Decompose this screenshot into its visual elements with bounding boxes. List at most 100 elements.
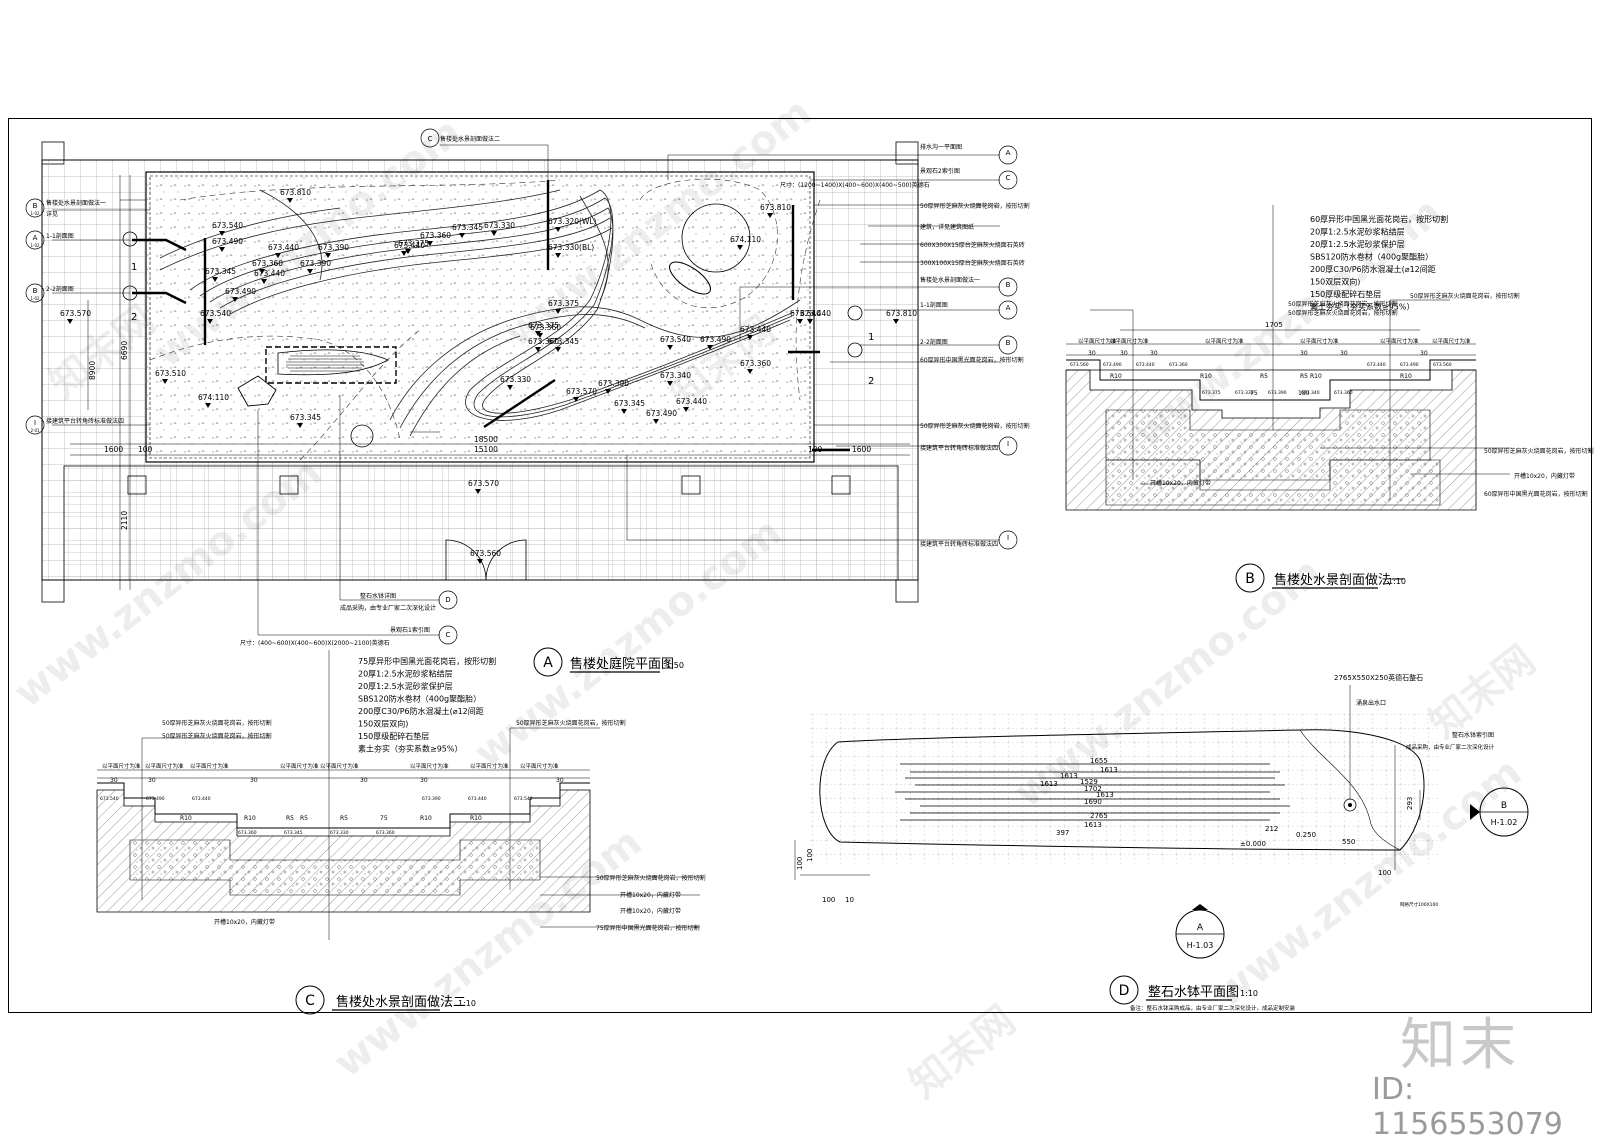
callout-label: 50厚异形芝麻灰火烧面花岗岩，按形切割 <box>920 202 1030 210</box>
elevation-label: 673.440 <box>800 309 831 318</box>
drawing-title: 售楼处庭院平面图 <box>570 656 674 672</box>
elevation-marker <box>405 249 411 254</box>
layer-label: 20厚1:2.5水泥砂浆粘结层 <box>1310 227 1405 237</box>
layer-label: 200厚C30/P6防水混凝土(⌀12间距 <box>1310 264 1436 274</box>
callout-label: 50厚异形芝麻灰火烧面花岗岩，按形切割 <box>162 719 272 727</box>
callout-label: 2-2剖面图 <box>920 338 948 346</box>
callout-label: 50厚异形芝麻灰火烧面花岗岩，按形切割 <box>1288 309 1398 317</box>
elevation-marker <box>537 333 543 338</box>
drawing-scale: 1:10 <box>458 999 476 1008</box>
elevation-marker <box>261 279 267 284</box>
elevation-marker <box>747 369 753 374</box>
dimension-label: 1613 <box>1040 780 1058 788</box>
index-symbol: B <box>1501 801 1507 811</box>
drawing-title: 售楼处水景剖面做法一 <box>1274 572 1404 588</box>
callout-label: 开槽10x20，内藏灯带 <box>214 918 275 926</box>
callout-label: 接建筑平台转角砖标准做法四 <box>920 540 998 548</box>
index-symbol: I <box>1007 440 1009 448</box>
dimension-note: 以平面尺寸为准 <box>145 762 184 770</box>
drawing-title: 整石水钵平面图 <box>1148 985 1239 1000</box>
dimension-label: R5 <box>1300 373 1308 380</box>
index-symbol: A <box>1006 304 1011 312</box>
section-mark: 1 <box>131 262 137 273</box>
dimension-label: R10 <box>420 815 432 822</box>
elevation-marker <box>325 253 331 258</box>
index-symbol: C <box>446 631 451 639</box>
dimension-label: 1529 <box>1080 778 1098 786</box>
elevation-label: 673.345 <box>284 830 303 836</box>
elevation-label: 673.360 <box>530 323 561 332</box>
callout-label: 50厚异形芝麻灰火烧面花岗岩，按形切割 <box>920 422 1030 430</box>
elevation-label: 673.540 <box>200 309 231 318</box>
elevation-label: 673.540 <box>212 221 243 230</box>
dimension-label: R5 <box>340 815 348 822</box>
dimension-note: 以平面尺寸为准 <box>520 762 559 770</box>
dimension-label: 1600 <box>104 445 123 454</box>
index-symbol: A <box>33 234 38 242</box>
dimension-note: 以平面尺寸为准 <box>1380 337 1419 345</box>
index-symbol: D <box>445 596 450 604</box>
elevation-label: 673.490 <box>225 287 256 296</box>
index-symbol: B <box>1006 339 1011 347</box>
dimension-label: 100 <box>138 445 153 454</box>
dimension-label: 100 <box>822 896 835 904</box>
elevation-label: 673.375 <box>528 321 559 330</box>
elevation-label: 674.110 <box>198 393 229 402</box>
elevation-marker <box>893 319 899 324</box>
dimension-label: R10 <box>1200 373 1212 380</box>
dimension-label: 100 <box>1378 869 1391 877</box>
elevation-marker <box>573 397 579 402</box>
callout-label: 售楼处水景剖面做法一 <box>46 199 106 207</box>
index-symbol: B <box>33 202 38 210</box>
elevation-label: 673.330 <box>330 830 349 836</box>
callout-label: 50厚异形芝麻灰火烧面花岗岩，按形切割 <box>516 719 626 727</box>
elevation-label: 673.440 <box>740 325 771 334</box>
dimension-label: 100 <box>808 445 823 454</box>
callout-label: 开槽10x20，内藏灯带 <box>1150 479 1211 487</box>
elevation-marker <box>555 309 561 314</box>
dimension-note: 以平面尺寸为准 <box>1300 337 1339 345</box>
elevation-label: 673.490 <box>646 409 677 418</box>
dimension-label: 30 <box>1340 350 1348 357</box>
dimension-label: R5 <box>300 815 308 822</box>
elevation-label: 673.390 <box>422 796 441 802</box>
callout-label: 整石水钵详图 <box>360 592 396 600</box>
dimension-label: 18500 <box>474 435 498 444</box>
elevation-marker <box>605 389 611 394</box>
layer-label: 60厚异形中国黑光面花岗岩，按形切割 <box>1310 214 1448 224</box>
callout-label: 60厚异形中国黑光面花岗岩，按形切割 <box>1484 490 1588 498</box>
dimension-label: 30 <box>1300 350 1308 357</box>
elevation-markers <box>67 198 899 564</box>
callout-label: 开槽10x20，内藏灯带 <box>620 891 681 899</box>
elevation-label: 673.345 <box>614 399 645 408</box>
callout-label: 1-1剖面图 <box>920 301 948 309</box>
sheet-border <box>8 118 1592 1013</box>
drawing-scale: 1:50 <box>666 661 684 670</box>
elevation-label: 673.345 <box>205 267 236 276</box>
elevation-label: 673.320(WL) <box>548 217 597 226</box>
dimension-label: 1702 <box>1084 785 1102 793</box>
title-letter: D <box>1119 983 1130 999</box>
elevation-marker <box>797 319 803 324</box>
section-mark: 1 <box>868 332 874 343</box>
dimension-label: 100 <box>796 857 804 870</box>
elevation-label: 673.540 <box>514 796 533 802</box>
index-symbol: B <box>1006 281 1011 289</box>
elevation-marker <box>667 381 673 386</box>
dimension-label: 212 <box>1265 825 1278 833</box>
elevation-label: 673.360 <box>528 337 559 346</box>
callout-label: 50厚异形芝麻灰火烧面花岗岩，按形切割 <box>1410 292 1520 300</box>
elevation-label: 673.810 <box>760 203 791 212</box>
dimension-label: 8900 <box>88 361 97 380</box>
elevation-marker <box>707 345 713 350</box>
elevation-label: 673.490 <box>1400 362 1419 368</box>
index-sheet: 2-01 <box>30 428 40 433</box>
dimension-label: 397 <box>1056 829 1069 837</box>
callout-label: 景观石2索引图 <box>920 167 960 175</box>
elevation-label: 673.440 <box>676 397 707 406</box>
dimension-label: R10 <box>470 815 482 822</box>
dimension-label: 0.250 <box>1296 831 1316 839</box>
callout-label: 尺寸：(1200~1400)X(400~600)X(400~500)英德石 <box>780 181 930 189</box>
elevation-marker <box>621 409 627 414</box>
dimension-label: 30 <box>148 777 156 784</box>
